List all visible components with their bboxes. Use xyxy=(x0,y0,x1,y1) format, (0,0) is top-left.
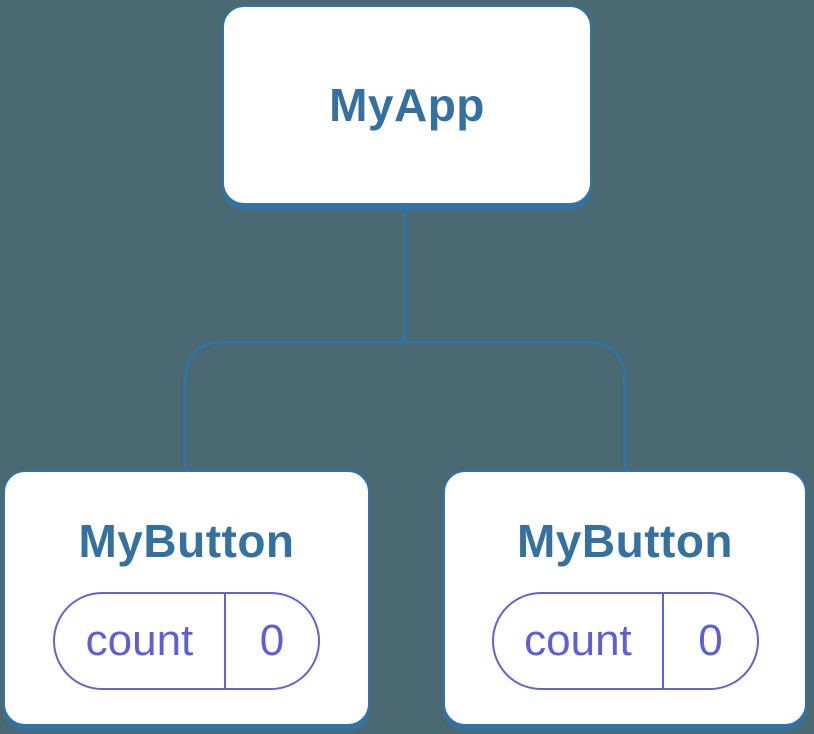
tree-node-mybutton-right: MyButton count 0 xyxy=(443,470,807,726)
state-key: count xyxy=(494,594,665,688)
state-pill: count 0 xyxy=(53,592,320,690)
tree-node-myapp: MyApp xyxy=(222,5,592,205)
tree-node-mybutton-left: MyButton count 0 xyxy=(3,470,370,726)
state-pill: count 0 xyxy=(491,592,759,690)
state-value: 0 xyxy=(259,616,285,665)
state-value: 0 xyxy=(698,616,723,665)
connector-branch xyxy=(183,340,627,471)
node-label: MyButton xyxy=(78,515,295,567)
node-label: MyButton xyxy=(516,515,734,567)
state-key: count xyxy=(55,594,226,688)
node-label: MyApp xyxy=(329,79,485,131)
